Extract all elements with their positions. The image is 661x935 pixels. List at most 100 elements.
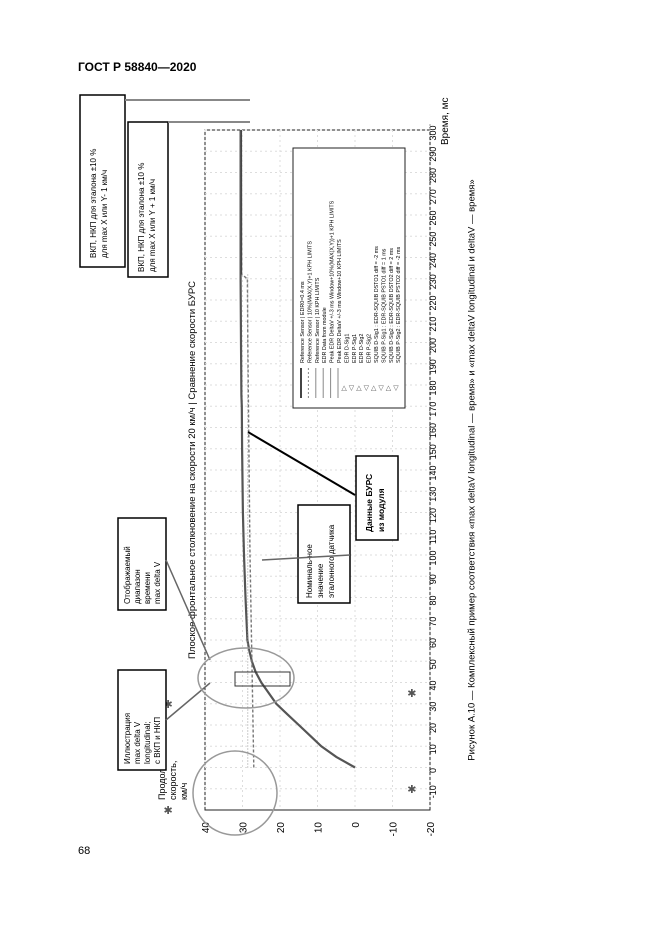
connector-burs [247, 431, 356, 496]
figure-caption: Рисунок А.10 — Комплексный пример соотве… [466, 179, 478, 761]
y-axis-title-line-2: скорость, [168, 761, 178, 800]
legend-marker: △ [386, 385, 392, 392]
legend-marker: ▽ [393, 385, 399, 392]
callout-range-line-1: Отображаемый [123, 546, 132, 604]
legend-entry: SQUIB D-Sig2 : EDR-SQUIB DSTO2 diff = 2 … [389, 248, 395, 363]
x-tick-label: 80 [428, 595, 438, 605]
x-tick-label: 120 [428, 508, 438, 523]
callout-vkp-plus-line-1: ВКП, НКП для эталона ±10 % [137, 163, 146, 272]
callout-nominal: Номиналь-ное значение эталонного датчика [305, 524, 336, 598]
callout-burs: Данные БУРС из модуля [364, 474, 386, 532]
legend-marker: ▽ [364, 385, 370, 392]
x-tick-label: -10 [428, 785, 438, 798]
x-tick-label: 160 [428, 423, 438, 438]
x-tick-label: 190 [428, 359, 438, 374]
legend-entry: Reference Sensor | 10 KPH LIMITS [315, 277, 321, 363]
callout-illustration-line-3: longitudinal; [143, 721, 152, 764]
callout-vkp-plus: ВКП, НКП для эталона ±10 % для max X или… [137, 163, 157, 272]
series-line-2 [240, 129, 255, 768]
x-tick-label: 50 [428, 659, 438, 669]
x-tick-label: 210 [428, 317, 438, 332]
callout-vkp-plus-line-2: для max X или Y + 1 км/ч [148, 179, 157, 272]
connector-lines [165, 554, 351, 721]
y-axis-title-line-1: Продоль-ная [157, 746, 167, 800]
series-line-1 [239, 130, 356, 769]
y-tick-label: -20 [426, 822, 437, 837]
tick-labels: -100102030405060708090100110120130140150… [201, 125, 438, 836]
legend-entry: EDR P-Sig1 [352, 334, 358, 363]
marker-star: ✱ [407, 688, 416, 700]
highlight-circle-origin [192, 750, 278, 836]
x-tick-label: 270 [428, 189, 438, 204]
legend-entry: EDR P-Sig2 [367, 334, 373, 363]
x-tick-label: 260 [428, 210, 438, 225]
legend-entry: EDR D-Sig1 [344, 334, 350, 363]
top-bracket [125, 99, 250, 123]
x-tick-label: 280 [428, 168, 438, 183]
marker-star: ✱ [407, 784, 416, 796]
y-tick-label: 30 [239, 822, 250, 834]
legend-marker: ▽ [349, 385, 355, 392]
legend-entry: Peak EDR DeltaV +/-3 ms Window+10 KPH LI… [337, 239, 343, 363]
standard-header: ГОСТ Р 58840—2020 [78, 60, 197, 74]
callout-vkp-minus: ВКП, НКП для эталона ±10 % для max X или… [89, 149, 109, 258]
callout-vkp-minus-line-2: для max X или Y- 1 км/ч [100, 170, 109, 258]
x-tick-label: 150 [428, 444, 438, 459]
legend-box [292, 147, 406, 409]
x-tick-label: 140 [428, 465, 438, 480]
legend-entry: EDR Data from module [322, 307, 328, 363]
callout-burs-line-2: из модуля [376, 488, 386, 532]
x-tick-label: 200 [428, 338, 438, 353]
x-tick-label: 20 [428, 723, 438, 733]
callout-illustration: Иллюстрация max delta V longitudinal; с … [123, 713, 162, 764]
x-tick-label: 130 [428, 487, 438, 502]
x-tick-label: 10 [428, 744, 438, 754]
y-tick-label: -10 [389, 822, 400, 837]
x-tick-label: 250 [428, 232, 438, 247]
legend-entry: SQUIB P-Sig1 : EDR-SQUIB PSTO1 diff = 1 … [381, 248, 387, 363]
x-tick-label: 240 [428, 253, 438, 268]
legend-marker: △ [371, 385, 377, 392]
x-tick-label: 40 [428, 680, 438, 690]
callout-vkp-minus-line-1: ВКП, НКП для эталона ±10 % [89, 149, 98, 258]
range-rect [234, 671, 291, 687]
y-tick-label: 0 [351, 822, 362, 828]
legend-entry: EDR D-Sig2 [359, 334, 365, 363]
x-tick-label: 300 [428, 125, 438, 140]
callout-range-line-2: диапазон [133, 569, 142, 604]
legend-entry: Peak EDR DeltaV +/-3 ms Window+10%(MAX(X… [330, 200, 336, 363]
callout-nominal-line-3: эталонного датчика [327, 524, 336, 598]
x-tick-label: 90 [428, 574, 438, 584]
marker-star: ✱ [164, 805, 173, 817]
x-tick-label: 110 [428, 530, 438, 544]
y-axis-title: Продоль-ная скорость, км/ч [157, 746, 189, 800]
callout-nominal-box [297, 504, 351, 604]
callout-illustration-line-4: с ВКП и НКП [153, 717, 162, 764]
x-tick-label: 60 [428, 638, 438, 648]
callout-illustration-line-2: max delta V [133, 721, 142, 764]
x-axis-title: Время, мс [440, 97, 451, 145]
x-tick-label: 170 [428, 402, 438, 417]
x-tick-label: 290 [428, 147, 438, 162]
callout-nominal-line-1: Номиналь-ное [305, 544, 314, 598]
page-number: 68 [78, 845, 91, 857]
legend-entry: Reference Sensor | 10%(MAX(X,Y)+1 KPH LI… [307, 241, 313, 363]
chart-title: Плоское фронтальное столкновение на скор… [187, 281, 198, 659]
y-axis-title-line-3: км/ч [179, 782, 189, 800]
x-tick-label: 180 [428, 380, 438, 395]
legend-entry: SQUIB D-Sig1 : EDR-SQUIB DSTO1 diff = -2… [374, 246, 380, 363]
y-tick-label: 20 [276, 822, 287, 834]
highlight-ellipse-range [197, 647, 295, 709]
callout-range-box [117, 517, 167, 611]
y-tick-label: 40 [201, 822, 212, 834]
marker-star: ✱ [164, 699, 173, 711]
y-tick-label: 10 [314, 822, 325, 834]
legend-marker: △ [341, 385, 347, 392]
x-tick-label: 0 [428, 768, 438, 773]
callout-range-line-3: времени [143, 572, 152, 604]
callout-nominal-line-2: значение [316, 563, 325, 598]
x-tick-label: 230 [428, 274, 438, 289]
callout-vkp-plus-box [127, 121, 169, 278]
